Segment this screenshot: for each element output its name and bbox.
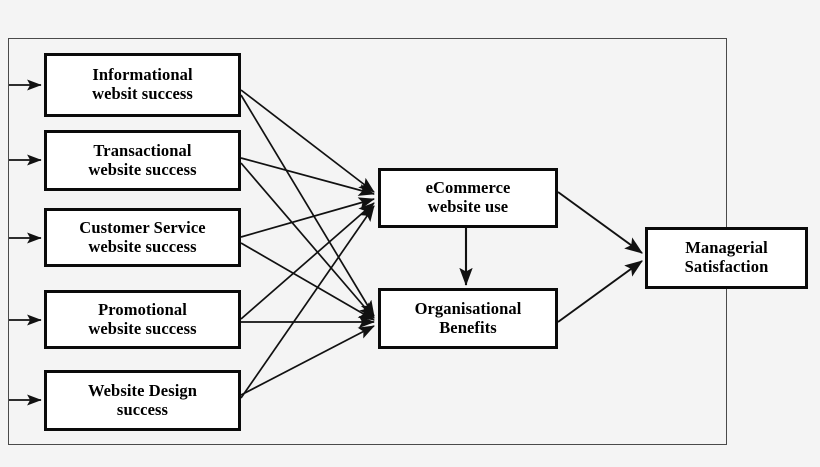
node-label: Managerial Satisfaction [684, 238, 769, 276]
node-website-design-success[interactable]: Website Design success [44, 370, 241, 431]
node-customer-service-website-success[interactable]: Customer Service website success [44, 208, 241, 267]
node-label: Promotional website success [88, 299, 197, 338]
node-label: Customer Service website success [79, 217, 206, 256]
node-label: Transactional website success [88, 140, 197, 179]
node-label: eCommerce website use [425, 178, 511, 216]
node-promotional-website-success[interactable]: Promotional website success [44, 290, 241, 349]
node-label: Organisational Benefits [414, 298, 522, 337]
node-informational-website-success[interactable]: Informational websit success [44, 53, 241, 117]
node-managerial-satisfaction[interactable]: Managerial Satisfaction [645, 227, 808, 289]
node-label: Website Design success [87, 380, 198, 419]
node-organisational-benefits[interactable]: Organisational Benefits [378, 288, 558, 349]
node-ecommerce-website-use[interactable]: eCommerce website use [378, 168, 558, 228]
node-transactional-website-success[interactable]: Transactional website success [44, 130, 241, 191]
node-label: Informational websit success [92, 65, 193, 103]
